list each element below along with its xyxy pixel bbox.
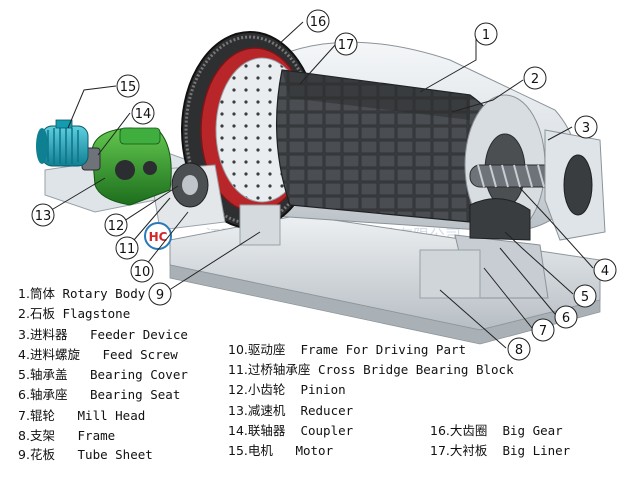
- motor: [36, 120, 88, 166]
- callout-7: 7: [532, 319, 554, 341]
- svg-text:15: 15: [120, 80, 137, 95]
- callout-3: 3: [575, 116, 597, 138]
- svg-text:9: 9: [156, 288, 164, 303]
- legend-item-14: 14.联轴器 Coupler: [228, 423, 353, 438]
- callout-16: 16: [307, 10, 329, 32]
- svg-text:5: 5: [581, 290, 589, 305]
- callout-10: 10: [131, 260, 153, 282]
- feeder-device-opening: [564, 155, 592, 215]
- hc-logo: HC: [145, 223, 171, 249]
- svg-text:8: 8: [515, 343, 523, 358]
- legend-item-8: 8.支架 Frame: [18, 428, 115, 443]
- legend-item-11: 11.过桥轴承座 Cross Bridge Bearing Block: [228, 362, 514, 377]
- legend-item-16: 16.大齿圈 Big Gear: [430, 423, 563, 438]
- legend-item-5: 5.轴承盖 Bearing Cover: [18, 367, 188, 382]
- svg-text:16: 16: [310, 15, 327, 30]
- svg-text:17: 17: [338, 38, 355, 53]
- legend-item-15: 15.电机 Motor: [228, 443, 333, 458]
- pinion-hub: [182, 175, 198, 195]
- frame-support-right: [420, 250, 480, 298]
- callout-8: 8: [508, 338, 530, 360]
- callout-4: 4: [594, 259, 616, 281]
- svg-text:1: 1: [482, 28, 490, 43]
- legend-item-7: 7.辊轮 Mill Head: [18, 408, 145, 423]
- callout-17: 17: [335, 33, 357, 55]
- callout-9: 9: [149, 283, 171, 305]
- legend-item-17: 17.大衬板 Big Liner: [430, 443, 570, 458]
- callout-5: 5: [574, 285, 596, 307]
- callout-12: 12: [105, 214, 127, 236]
- legend-item-2: 2.石板 Flagstone: [18, 306, 130, 321]
- svg-text:7: 7: [539, 324, 547, 339]
- reducer-top: [120, 128, 160, 144]
- svg-text:10: 10: [134, 265, 151, 280]
- legend-item-10: 10.驱动座 Frame For Driving Part: [228, 342, 466, 357]
- svg-text:3: 3: [582, 121, 590, 136]
- reducer-shaft-2: [143, 161, 157, 175]
- legend-item-3: 3.进料器 Feeder Device: [18, 327, 188, 342]
- legend-item-4: 4.进料螺旋 Feed Screw: [18, 347, 178, 362]
- callout-1: 1: [475, 23, 497, 45]
- legend-item-13: 13.减速机 Reducer: [228, 403, 353, 418]
- svg-text:4: 4: [601, 264, 609, 279]
- callout-15: 15: [117, 75, 139, 97]
- svg-text:14: 14: [135, 107, 152, 122]
- legend-item-12: 12.小齿轮 Pinion: [228, 382, 346, 397]
- svg-text:2: 2: [531, 72, 539, 87]
- callout-6: 6: [555, 306, 577, 328]
- bearing-cover: [470, 199, 530, 240]
- svg-text:13: 13: [35, 209, 52, 224]
- legend-item-6: 6.轴承座 Bearing Seat: [18, 387, 180, 402]
- callout-14: 14: [132, 102, 154, 124]
- callout-13: 13: [32, 204, 54, 226]
- callout-11: 11: [116, 237, 138, 259]
- legend-item-1: 1.筒体 Rotary Body: [18, 286, 145, 301]
- svg-text:6: 6: [562, 311, 570, 326]
- svg-text:11: 11: [119, 242, 136, 257]
- legend-item-9: 9.花板 Tube Sheet: [18, 447, 153, 462]
- frame-support-left: [240, 205, 280, 245]
- callout-2: 2: [524, 67, 546, 89]
- reducer-shaft: [115, 160, 135, 180]
- svg-text:12: 12: [108, 219, 125, 234]
